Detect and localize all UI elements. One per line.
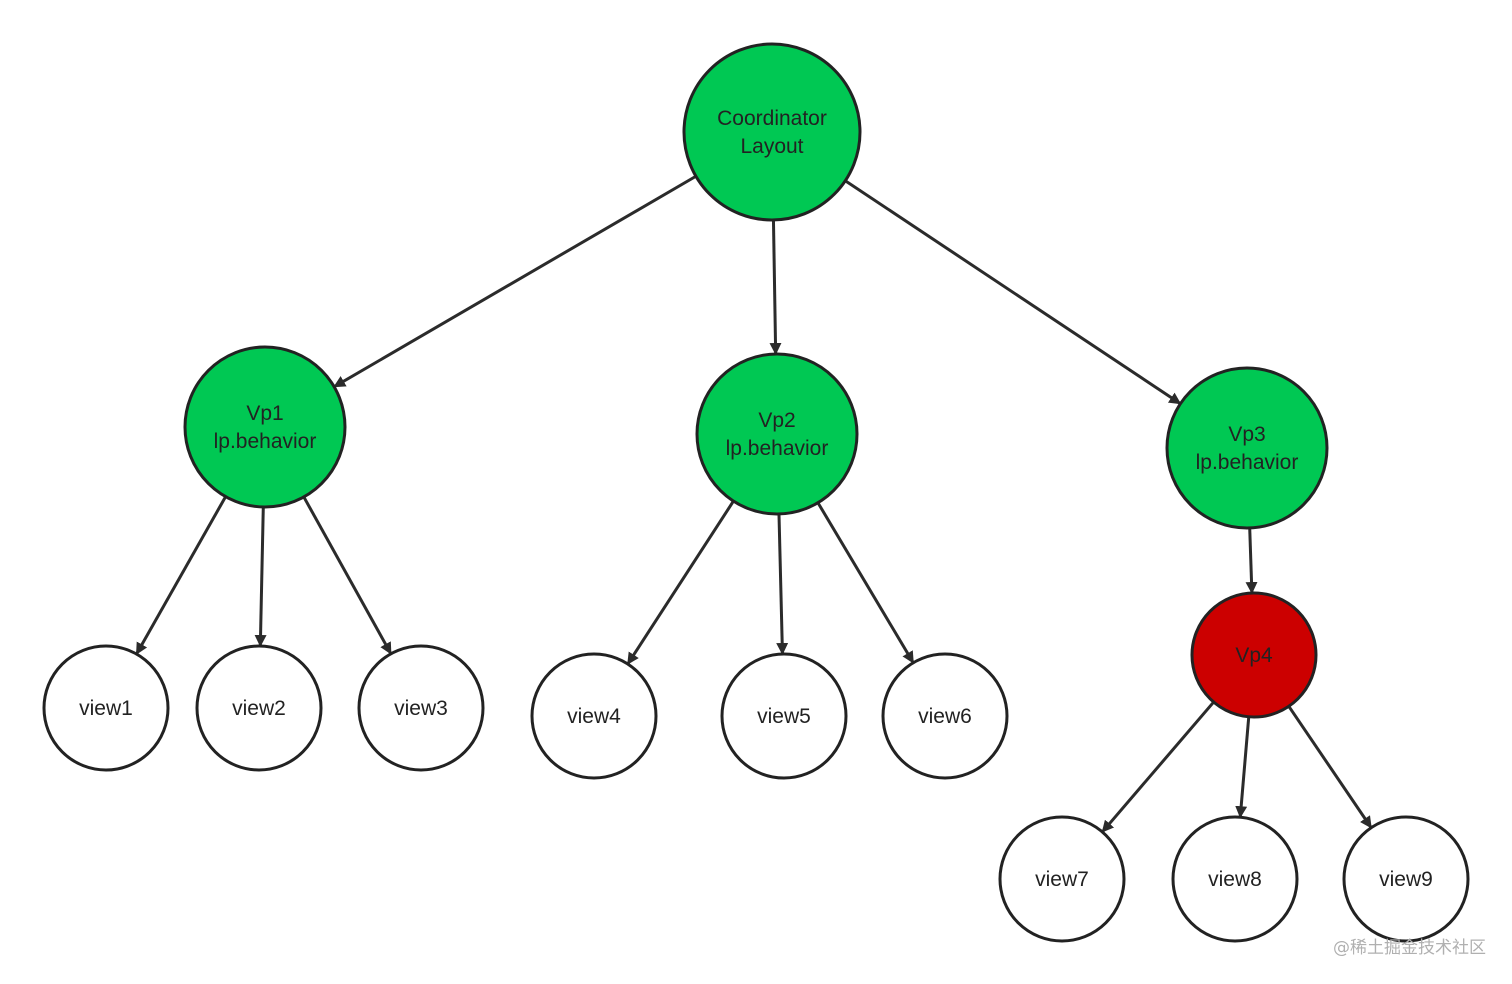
edge-root-to-vp1 bbox=[333, 174, 697, 388]
node-view6: view6 bbox=[881, 652, 1009, 780]
node-label-vp3-1: lp.behavior bbox=[1196, 451, 1299, 474]
node-circle-view4 bbox=[530, 652, 658, 780]
node-view1: view1 bbox=[42, 644, 170, 772]
edge-vp1-to-view3 bbox=[302, 496, 392, 655]
node-circle-view1 bbox=[42, 644, 170, 772]
edge-vp2-to-view4 bbox=[627, 500, 735, 665]
node-vp1: Vp1 lp.behavior bbox=[183, 345, 347, 509]
edge-vp4-to-view7 bbox=[1101, 701, 1215, 833]
node-label-view2-0: view2 bbox=[232, 697, 286, 720]
node-circle-view8 bbox=[1171, 815, 1299, 943]
edge-vp3-to-vp4 bbox=[1245, 527, 1258, 595]
node-circle-view7 bbox=[998, 815, 1126, 943]
node-vp2: Vp2 lp.behavior bbox=[695, 352, 859, 516]
node-vp4: Vp4 bbox=[1190, 591, 1318, 719]
node-view2: view2 bbox=[195, 644, 323, 772]
node-label-view3-0: view3 bbox=[394, 697, 448, 720]
edge-root-to-vp2 bbox=[769, 219, 782, 356]
node-circle-view2 bbox=[195, 644, 323, 772]
edge-vp2-to-view5 bbox=[776, 513, 789, 656]
edge-vp4-to-view9 bbox=[1287, 705, 1372, 829]
node-circle-view6 bbox=[881, 652, 1009, 780]
node-label-vp1-0: Vp1 bbox=[246, 402, 283, 425]
node-label-root-1: Layout bbox=[740, 135, 803, 158]
node-circle-vp2 bbox=[695, 352, 859, 516]
node-circle-root bbox=[682, 42, 862, 222]
node-label-vp3-0: Vp3 bbox=[1228, 423, 1265, 446]
edges-layer bbox=[135, 174, 1372, 833]
node-circle-view3 bbox=[357, 644, 485, 772]
node-view7: view7 bbox=[998, 815, 1126, 943]
node-label-root-0: Coordinator bbox=[717, 107, 827, 130]
node-circle-view5 bbox=[720, 652, 848, 780]
node-label-vp2-1: lp.behavior bbox=[726, 437, 829, 460]
node-label-view6-0: view6 bbox=[918, 705, 972, 728]
node-label-view8-0: view8 bbox=[1208, 868, 1262, 891]
edge-vp1-to-view1 bbox=[135, 495, 227, 655]
node-label-view7-0: view7 bbox=[1035, 868, 1089, 891]
node-label-vp2-0: Vp2 bbox=[758, 409, 795, 432]
node-vp3: Vp3 lp.behavior bbox=[1165, 366, 1329, 530]
node-circle-view9 bbox=[1342, 815, 1470, 943]
node-view3: view3 bbox=[357, 644, 485, 772]
node-label-view9-0: view9 bbox=[1379, 868, 1433, 891]
node-label-view4-0: view4 bbox=[567, 705, 621, 728]
node-view4: view4 bbox=[530, 652, 658, 780]
node-circle-vp1 bbox=[183, 345, 347, 509]
node-label-view1-0: view1 bbox=[79, 697, 133, 720]
node-view8: view8 bbox=[1171, 815, 1299, 943]
node-circle-vp3 bbox=[1165, 366, 1329, 530]
node-view5: view5 bbox=[720, 652, 848, 780]
node-view9: view9 bbox=[1342, 815, 1470, 943]
edge-root-to-vp3 bbox=[844, 179, 1182, 405]
node-label-vp4-0: Vp4 bbox=[1235, 644, 1273, 667]
watermark: @稀土掘金技术社区 bbox=[1333, 938, 1486, 958]
node-circle-vp4 bbox=[1190, 591, 1318, 719]
edge-vp1-to-view2 bbox=[254, 506, 267, 648]
node-label-vp1-1: lp.behavior bbox=[214, 430, 317, 453]
edge-vp4-to-view8 bbox=[1235, 716, 1251, 819]
node-label-view5-0: view5 bbox=[757, 705, 811, 728]
edge-vp2-to-view6 bbox=[816, 501, 915, 664]
